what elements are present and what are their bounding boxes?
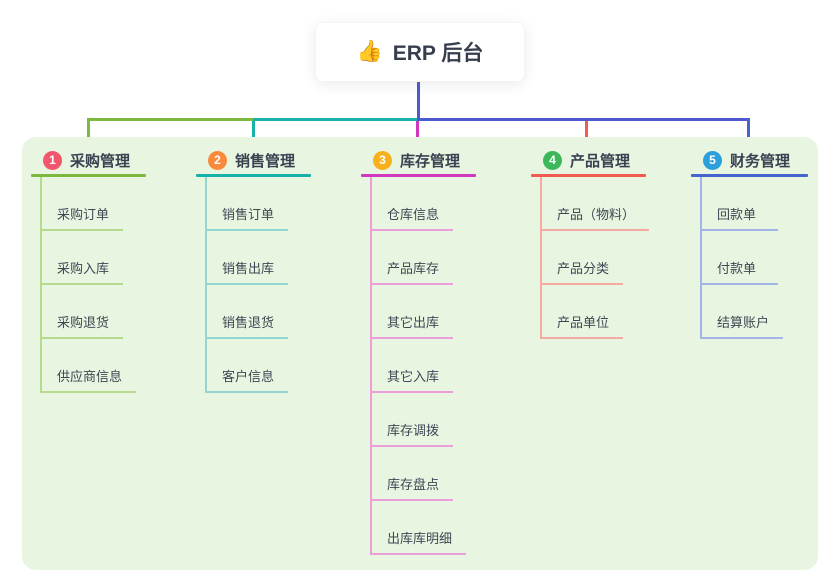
branches-panel: [22, 137, 818, 570]
branch-header-finance[interactable]: 5 财务管理: [691, 146, 808, 174]
branch-underline: [691, 174, 808, 177]
branch-label: 销售管理: [235, 152, 296, 170]
root-title: ERP 后台: [392, 42, 484, 65]
node-customer-info[interactable]: 客户信息: [205, 339, 289, 393]
root-node-erp[interactable]: 👍 ERP 后台: [315, 22, 525, 82]
node-payment-bill[interactable]: 付款单: [700, 231, 778, 285]
node-stock-transfer[interactable]: 库存调拨: [370, 393, 454, 447]
branch-product: 4 产品管理 产品（物料） 产品分类 产品单位: [531, 146, 650, 339]
node-purchase-inbound[interactable]: 采购入库: [40, 231, 124, 285]
node-sales-outbound[interactable]: 销售出库: [205, 231, 289, 285]
thumbs-up-icon: 👍: [356, 40, 383, 63]
branch-label: 库存管理: [400, 152, 461, 170]
node-product-material[interactable]: 产品（物料）: [540, 177, 650, 231]
badge-3-icon: 3: [373, 150, 392, 170]
branch-items: 采购订单 采购入库 采购退货 供应商信息: [40, 177, 146, 393]
branch-finance: 5 财务管理 回款单 付款单 结算账户: [691, 146, 808, 339]
branch-label: 财务管理: [730, 152, 791, 170]
node-outbound-detail[interactable]: 出库库明细: [370, 501, 467, 555]
node-sales-return[interactable]: 销售退货: [205, 285, 289, 339]
branch-drop-finance: [747, 118, 750, 146]
node-warehouse-info[interactable]: 仓库信息: [370, 177, 454, 231]
badge-4-icon: 4: [543, 150, 562, 170]
connector-segment-1: [87, 118, 253, 121]
branch-underline: [531, 174, 646, 177]
node-other-outbound[interactable]: 其它出库: [370, 285, 454, 339]
branch-rail: [40, 177, 42, 393]
branch-rail: [370, 177, 372, 555]
root-stem-line: [417, 82, 420, 119]
branch-items: 回款单 付款单 结算账户: [700, 177, 808, 339]
node-product-unit[interactable]: 产品单位: [540, 285, 624, 339]
connector-segment-2: [253, 118, 417, 121]
node-stock-check[interactable]: 库存盘点: [370, 447, 454, 501]
branch-drop-sales: [252, 121, 255, 146]
node-supplier-info[interactable]: 供应商信息: [40, 339, 137, 393]
node-product-stock[interactable]: 产品库存: [370, 231, 454, 285]
branch-items: 销售订单 销售出库 销售退货 客户信息: [205, 177, 311, 393]
branch-drop-purchase: [87, 118, 90, 146]
branch-underline: [361, 174, 476, 177]
branch-rail: [540, 177, 542, 339]
node-sales-order[interactable]: 销售订单: [205, 177, 289, 231]
badge-1-icon: 1: [43, 150, 62, 170]
connector-segment-3: [417, 118, 750, 121]
branch-header-sales[interactable]: 2 销售管理: [196, 146, 311, 174]
branch-drop-product: [585, 121, 588, 145]
node-receipt-bill[interactable]: 回款单: [700, 177, 778, 231]
branch-label: 产品管理: [570, 152, 631, 170]
branch-rail: [205, 177, 207, 393]
branch-inventory: 3 库存管理 仓库信息 产品库存 其它出库 其它入库 库存调拨 库存盘点 出库库…: [361, 146, 476, 555]
badge-2-icon: 2: [208, 150, 227, 170]
branch-header-inventory[interactable]: 3 库存管理: [361, 146, 476, 174]
branch-rail: [700, 177, 702, 339]
branch-label: 采购管理: [70, 152, 131, 170]
badge-5-icon: 5: [703, 150, 722, 170]
branch-drop-inventory: [416, 121, 419, 146]
branch-items: 产品（物料） 产品分类 产品单位: [540, 177, 650, 339]
branch-header-product[interactable]: 4 产品管理: [531, 146, 649, 174]
node-other-inbound[interactable]: 其它入库: [370, 339, 454, 393]
branch-header-purchase[interactable]: 1 采购管理: [31, 146, 146, 174]
branch-underline: [31, 174, 146, 177]
branch-underline: [196, 174, 311, 177]
branch-purchase: 1 采购管理 采购订单 采购入库 采购退货 供应商信息: [31, 146, 146, 393]
branch-items: 仓库信息 产品库存 其它出库 其它入库 库存调拨 库存盘点 出库库明细: [370, 177, 476, 555]
branch-sales: 2 销售管理 销售订单 销售出库 销售退货 客户信息: [196, 146, 311, 393]
node-product-category[interactable]: 产品分类: [540, 231, 624, 285]
node-settlement-account[interactable]: 结算账户: [700, 285, 784, 339]
node-purchase-order[interactable]: 采购订单: [40, 177, 124, 231]
node-purchase-return[interactable]: 采购退货: [40, 285, 124, 339]
